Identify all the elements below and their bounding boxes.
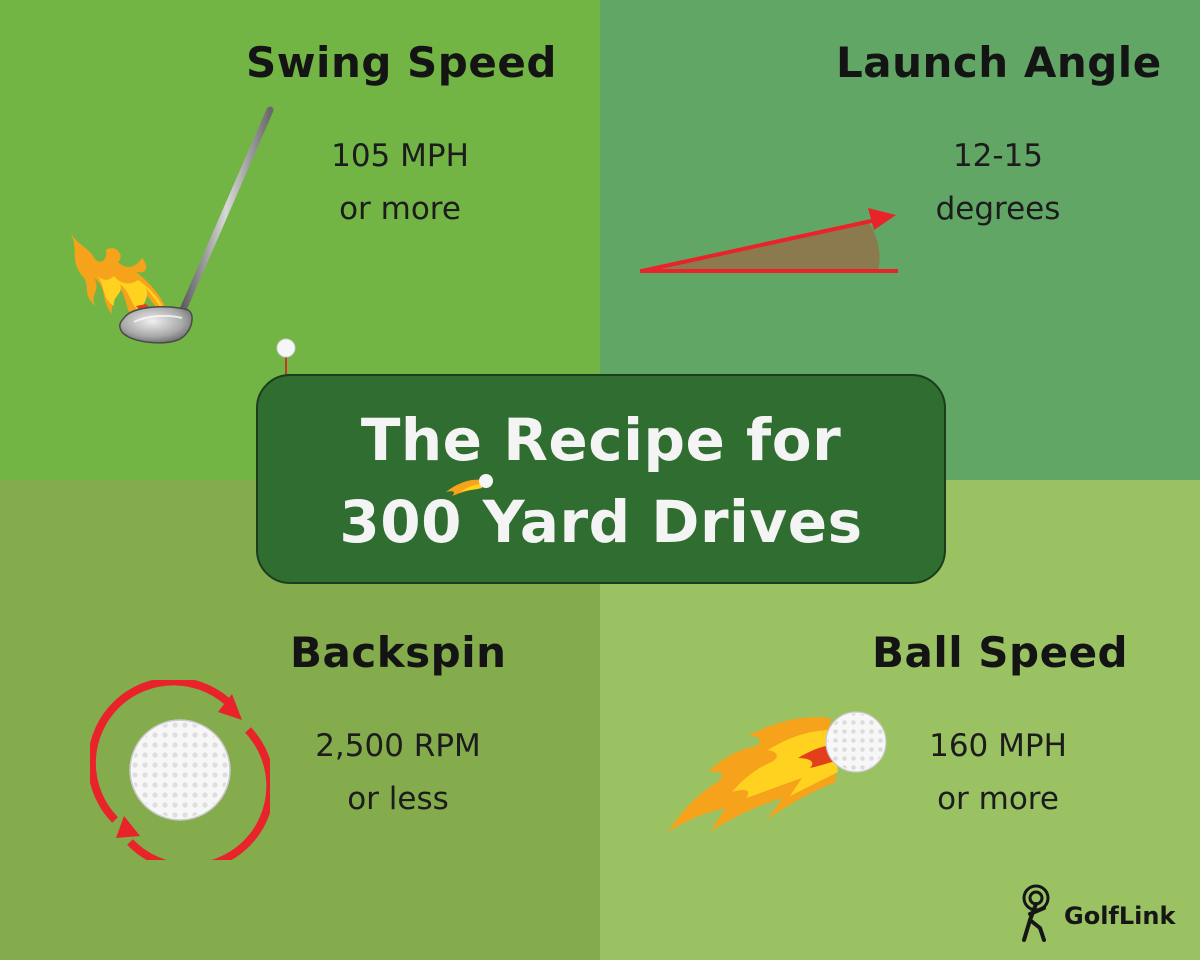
ball-speed-value: 160 MPH or more (888, 720, 1108, 826)
backspin-value: 2,500 RPM or less (288, 720, 508, 826)
backspin-line2: or less (347, 781, 449, 817)
golf-club-icon (70, 106, 274, 344)
launch-angle-line1: 12-15 (952, 138, 1044, 174)
swing-speed-line2: or more (339, 191, 461, 227)
flaming-ball-small-icon (446, 474, 493, 496)
golf-ball-icon (129, 719, 231, 821)
swing-speed-value: 105 MPH or more (290, 130, 510, 236)
title-box: The Recipe for 300 Yard Drives (256, 374, 946, 584)
swing-speed-heading: Swing Speed (246, 38, 557, 87)
golf-ball-icon (825, 711, 887, 773)
spin-arrows-icon (90, 680, 270, 860)
ball-speed-heading: Ball Speed (872, 628, 1129, 677)
title-line-2: 300 Yard Drives (339, 488, 863, 556)
swing-speed-line1: 105 MPH (331, 138, 469, 174)
golflink-logo-icon (1022, 884, 1050, 942)
flame-icon (668, 717, 840, 832)
flaming-ball-icon (668, 711, 887, 832)
launch-angle-line2: degrees (935, 191, 1061, 227)
ball-speed-line2: or more (937, 781, 1059, 817)
launch-angle-icon (640, 208, 898, 273)
backspin-line1: 2,500 RPM (315, 728, 481, 764)
golflink-logo[interactable]: GolfLink (1012, 884, 1176, 944)
launch-angle-heading: Launch Angle (836, 38, 1162, 87)
brand-name: GolfLink (1064, 902, 1176, 930)
backspin-heading: Backspin (290, 628, 507, 677)
ball-speed-line1: 160 MPH (929, 728, 1067, 764)
title-line-1: The Recipe for (360, 406, 842, 474)
launch-angle-value: 12-15 degrees (888, 130, 1108, 236)
